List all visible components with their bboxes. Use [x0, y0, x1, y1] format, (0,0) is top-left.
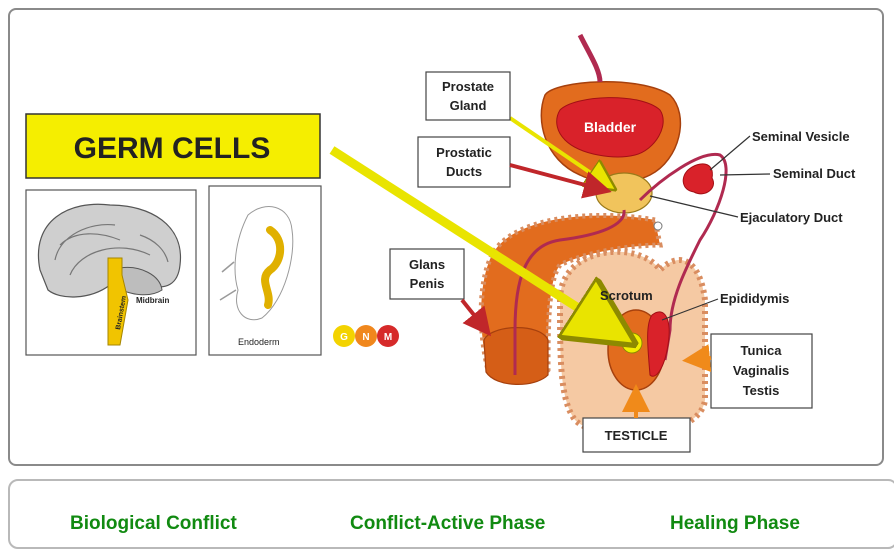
prostatic-ducts-label: Prostatic: [436, 145, 492, 160]
testicle-label: TESTICLE: [605, 428, 668, 443]
prostate-gland-label: Prostate: [442, 79, 494, 94]
scrotum-label: Scrotum: [600, 288, 653, 303]
gnm-logo: G N M: [333, 325, 399, 347]
tunica-label: Tunica: [741, 343, 783, 358]
seminal-duct-label: Seminal Duct: [773, 166, 856, 181]
ejaculatory-duct-label: Ejaculatory Duct: [740, 210, 843, 225]
germ-cells-title: GERM CELLS: [74, 132, 271, 165]
svg-text:Penis: Penis: [410, 276, 445, 291]
tab-biological-conflict[interactable]: Biological Conflict: [70, 513, 237, 535]
seminal-vesicle-label: Seminal Vesicle: [752, 129, 850, 144]
svg-text:G: G: [340, 332, 348, 343]
tab-conflict-active-phase[interactable]: Conflict-Active Phase: [350, 513, 545, 535]
anatomy-diagram: GERM CELLS Midbrain Brainstem Endoderm G…: [0, 0, 894, 470]
glans-penis-label: Glans: [409, 257, 445, 272]
tunica-arrow: [690, 358, 711, 360]
endoderm-label: Endoderm: [238, 337, 280, 347]
embryo-inset: Endoderm: [209, 186, 321, 355]
svg-text:M: M: [384, 332, 392, 343]
midbrain-label: Midbrain: [136, 296, 169, 305]
svg-text:Testis: Testis: [743, 383, 780, 398]
svg-text:N: N: [362, 332, 369, 343]
brain-inset: Midbrain Brainstem: [26, 190, 196, 355]
epididymis-label: Epididymis: [720, 291, 789, 306]
bladder-label: Bladder: [584, 119, 637, 135]
tab-healing-phase[interactable]: Healing Phase: [670, 513, 800, 535]
svg-text:Vaginalis: Vaginalis: [733, 363, 789, 378]
svg-text:Ducts: Ducts: [446, 164, 482, 179]
reproductive-anatomy: Bladder: [481, 35, 726, 435]
svg-text:Gland: Gland: [450, 98, 487, 113]
phase-tabs: Biological Conflict Conflict-Active Phas…: [8, 479, 894, 549]
